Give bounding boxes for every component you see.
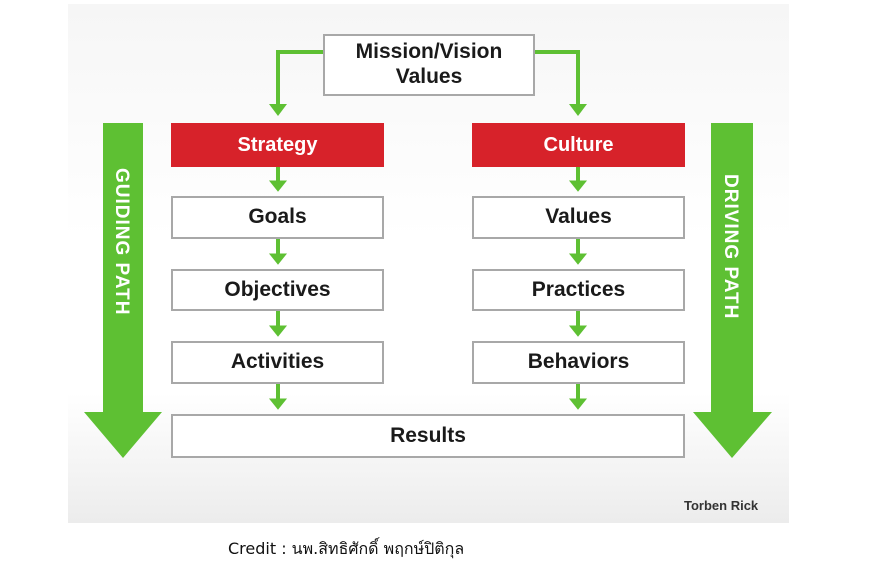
mission-to-culture-arrowhead: [569, 104, 587, 116]
driving-path-label: DRIVING PATH: [720, 174, 741, 320]
driving-path-arrow: [693, 123, 772, 458]
author-watermark: Torben Rick: [684, 498, 759, 513]
mission-to-strategy-line: [276, 50, 323, 106]
mission-vision-line2: Values: [395, 65, 463, 88]
culture-header: Culture: [472, 123, 685, 167]
mission-to-strategy-arrowhead: [269, 104, 287, 116]
activities-box: Activities: [171, 341, 384, 384]
results-box: Results: [171, 414, 685, 458]
objectives-box: Objectives: [171, 269, 384, 311]
mission-vision-box: Mission/Vision Values: [323, 34, 535, 96]
guiding-path-arrow: [84, 123, 162, 458]
behaviors-box: Behaviors: [472, 341, 685, 384]
practices-box: Practices: [472, 269, 685, 311]
values-box: Values: [472, 196, 685, 239]
goals-box: Goals: [171, 196, 384, 239]
guiding-path-label: GUIDING PATH: [111, 168, 132, 316]
credit-caption: Credit : นพ.สิทธิศักดิ์ พฤกษ์ปิติกุล: [228, 539, 465, 558]
strategy-header: Strategy: [171, 123, 384, 167]
left-column-arrows: [268, 167, 288, 410]
mission-vision-line1: Mission/Vision: [355, 40, 503, 64]
mission-to-culture-line: [535, 50, 580, 106]
right-column-arrows: [568, 167, 588, 410]
